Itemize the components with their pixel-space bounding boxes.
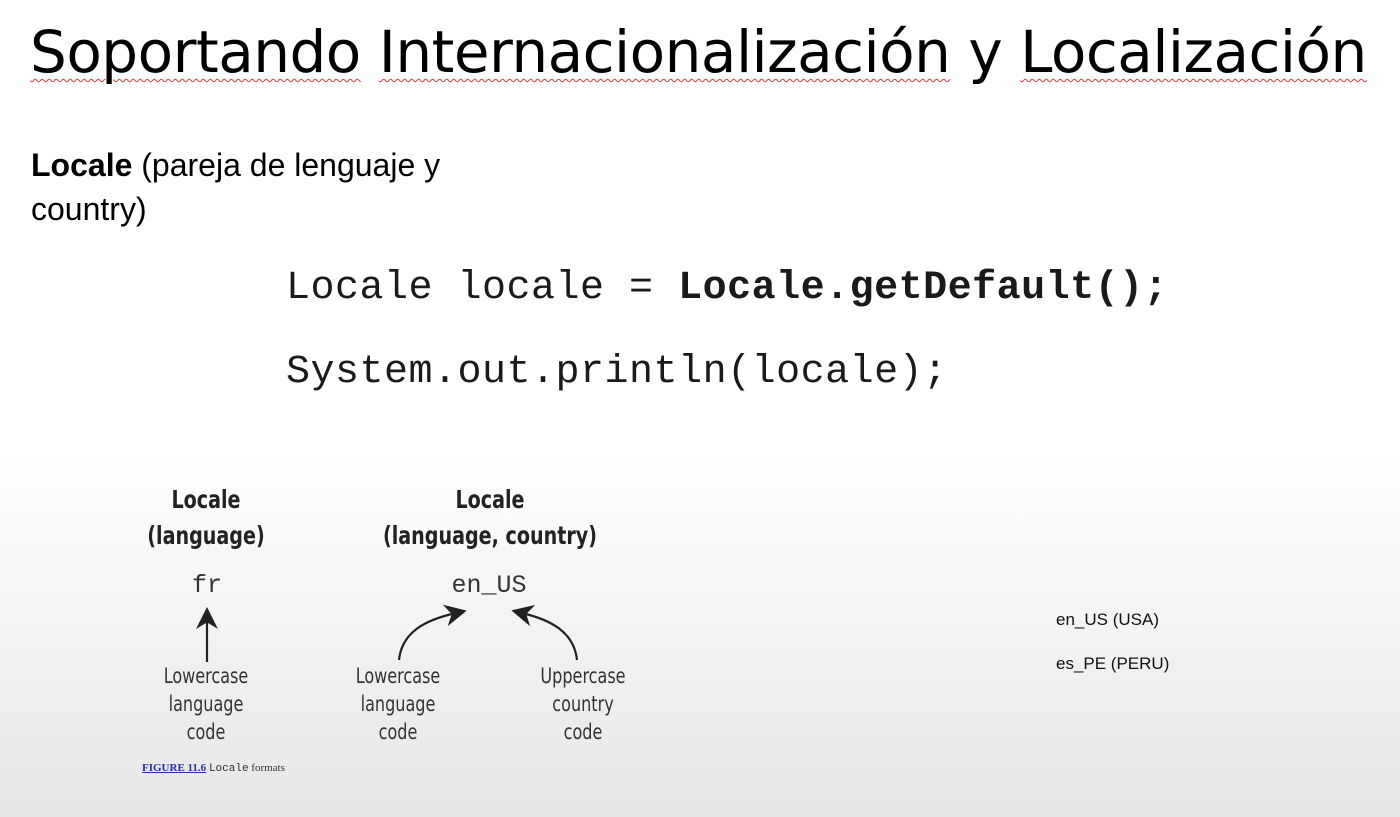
left-header: Locale (language) — [121, 482, 291, 554]
left-label-line-1: Lowercase — [163, 664, 249, 688]
right-example: en_US — [451, 571, 527, 600]
right-left-label-line-1: Lowercase — [355, 664, 441, 688]
figure-caption: FIGURE 11.6 Locale formats — [142, 762, 285, 775]
right-right-label-line-3: code — [563, 720, 603, 744]
right-header: Locale (language, country) — [363, 482, 618, 554]
right-right-label-line-1: Uppercase — [540, 664, 626, 688]
caption-text: formats — [248, 762, 285, 774]
slide-title: Soportando Internacionalización y Locali… — [30, 14, 1367, 90]
left-header-line-1: Locale — [171, 485, 241, 514]
example-locale-peru: es_PE (PERU) — [1056, 654, 1170, 673]
code-line-1-bold: Locale.getDefault(); — [678, 266, 1169, 311]
code-line-2: System.out.println(locale); — [286, 350, 948, 395]
title-word-2: Internacionalización — [378, 18, 951, 86]
title-word-3: y — [968, 18, 1003, 86]
caption-code: Locale — [208, 763, 249, 775]
curved-arrow-left-icon — [397, 604, 467, 661]
code-line-1-plain: Locale locale = — [286, 266, 679, 311]
figure-link[interactable]: FIGURE 11.6 — [142, 762, 207, 774]
right-header-line-1: Locale — [455, 485, 525, 514]
right-label-right: Uppercase country code — [515, 662, 651, 746]
slide-subtitle: Locale (pareja de lenguaje y country) — [31, 143, 551, 231]
subtitle-bold: Locale — [31, 147, 133, 183]
curved-arrow-right-icon — [511, 604, 579, 661]
title-word-4: Localización — [1020, 18, 1367, 86]
right-header-line-2: (language, country) — [382, 521, 598, 550]
left-header-line-2: (language) — [147, 521, 265, 550]
title-word-1: Soportando — [30, 18, 361, 86]
right-left-label-line-2: language — [360, 692, 436, 716]
right-label-left: Lowercase language code — [330, 662, 466, 746]
subtitle-rest: (pareja de lenguaje y country) — [31, 147, 441, 227]
left-label-line-3: code — [186, 720, 226, 744]
left-label: Lowercase language code — [138, 662, 274, 746]
code-line-1: Locale locale = Locale.getDefault(); — [286, 266, 1168, 311]
right-right-label-line-2: country — [552, 692, 614, 716]
example-locale-usa: en_US (USA) — [1056, 610, 1159, 629]
left-example: fr — [191, 571, 222, 600]
right-left-label-line-3: code — [378, 720, 418, 744]
left-label-line-2: language — [168, 692, 244, 716]
